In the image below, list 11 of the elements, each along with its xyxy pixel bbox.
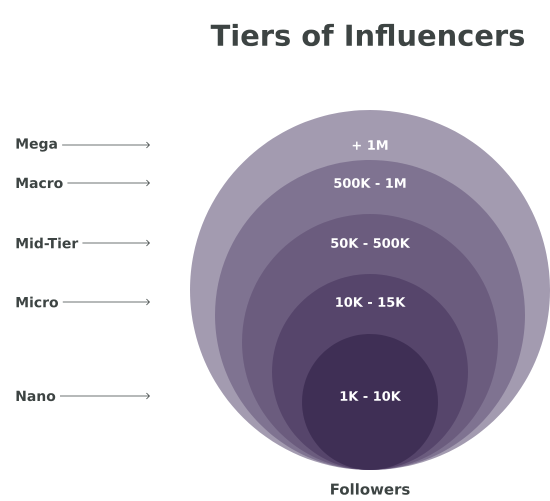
tier-label: Macro <box>16 178 63 188</box>
tier-label: Mid-Tier <box>16 238 78 248</box>
tier-label: Mega <box>16 138 57 152</box>
arrow <box>67 180 150 186</box>
arrow <box>82 240 150 246</box>
tier-label: Micro <box>16 296 58 308</box>
tier-label: Nano <box>16 390 56 402</box>
arrow <box>62 142 150 148</box>
arrow <box>62 298 150 306</box>
arrow <box>60 392 150 400</box>
title: Tiers of Influencers <box>210 24 524 46</box>
